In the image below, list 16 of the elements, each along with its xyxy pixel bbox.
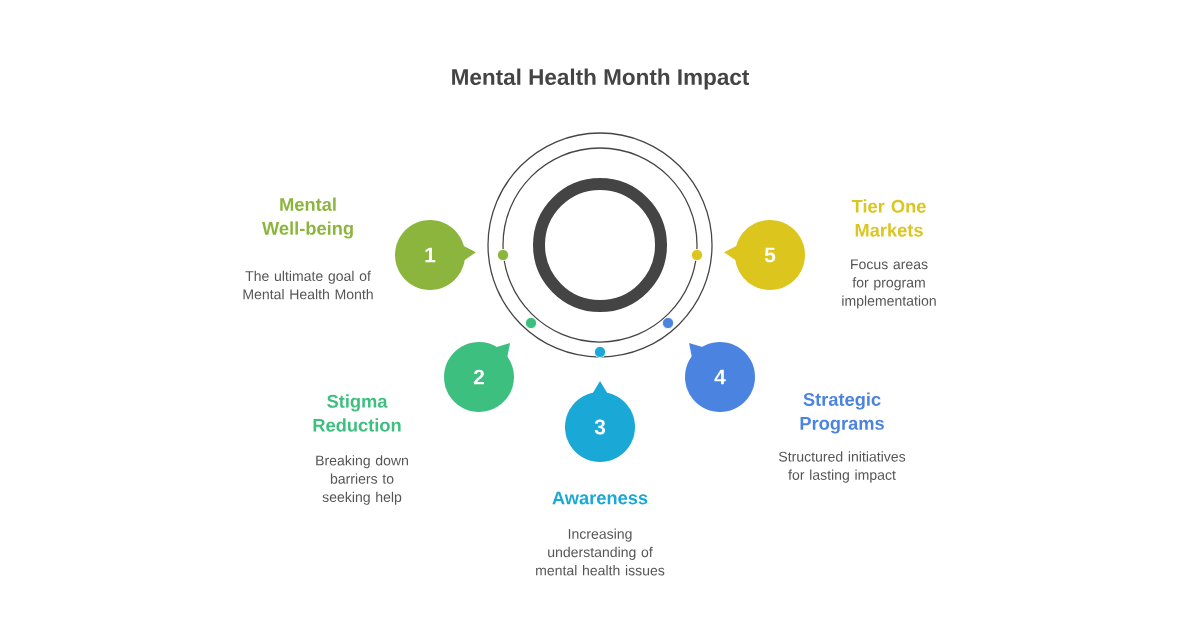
numbered-bubble: 2 xyxy=(444,342,514,412)
title: Mental Health Month Impact xyxy=(452,68,750,90)
numbered-bubble: 1 xyxy=(395,220,476,290)
step-heading: Tier One Markets xyxy=(851,199,926,237)
step-heading: Strategic Programs xyxy=(800,392,884,434)
step-description: Structured initiatives for lasting impact xyxy=(778,451,906,483)
step-heading: Awareness xyxy=(552,491,648,505)
step-description: The ultimate goal of Mental Health Month xyxy=(243,270,373,300)
step-description: Breaking down barriers to seeking help xyxy=(316,455,408,505)
numbered-bubble: 5 xyxy=(724,220,805,290)
step-heading: Mental Well-being xyxy=(262,197,353,239)
numbered-bubble: 3 xyxy=(565,381,635,462)
step-heading: Stigma Reduction xyxy=(313,394,401,432)
step-description: Focus areas for program implementation xyxy=(842,259,936,309)
numbered-bubble: 4 xyxy=(685,342,755,412)
step-description: Increasing understanding of mental health issues xyxy=(536,528,665,576)
